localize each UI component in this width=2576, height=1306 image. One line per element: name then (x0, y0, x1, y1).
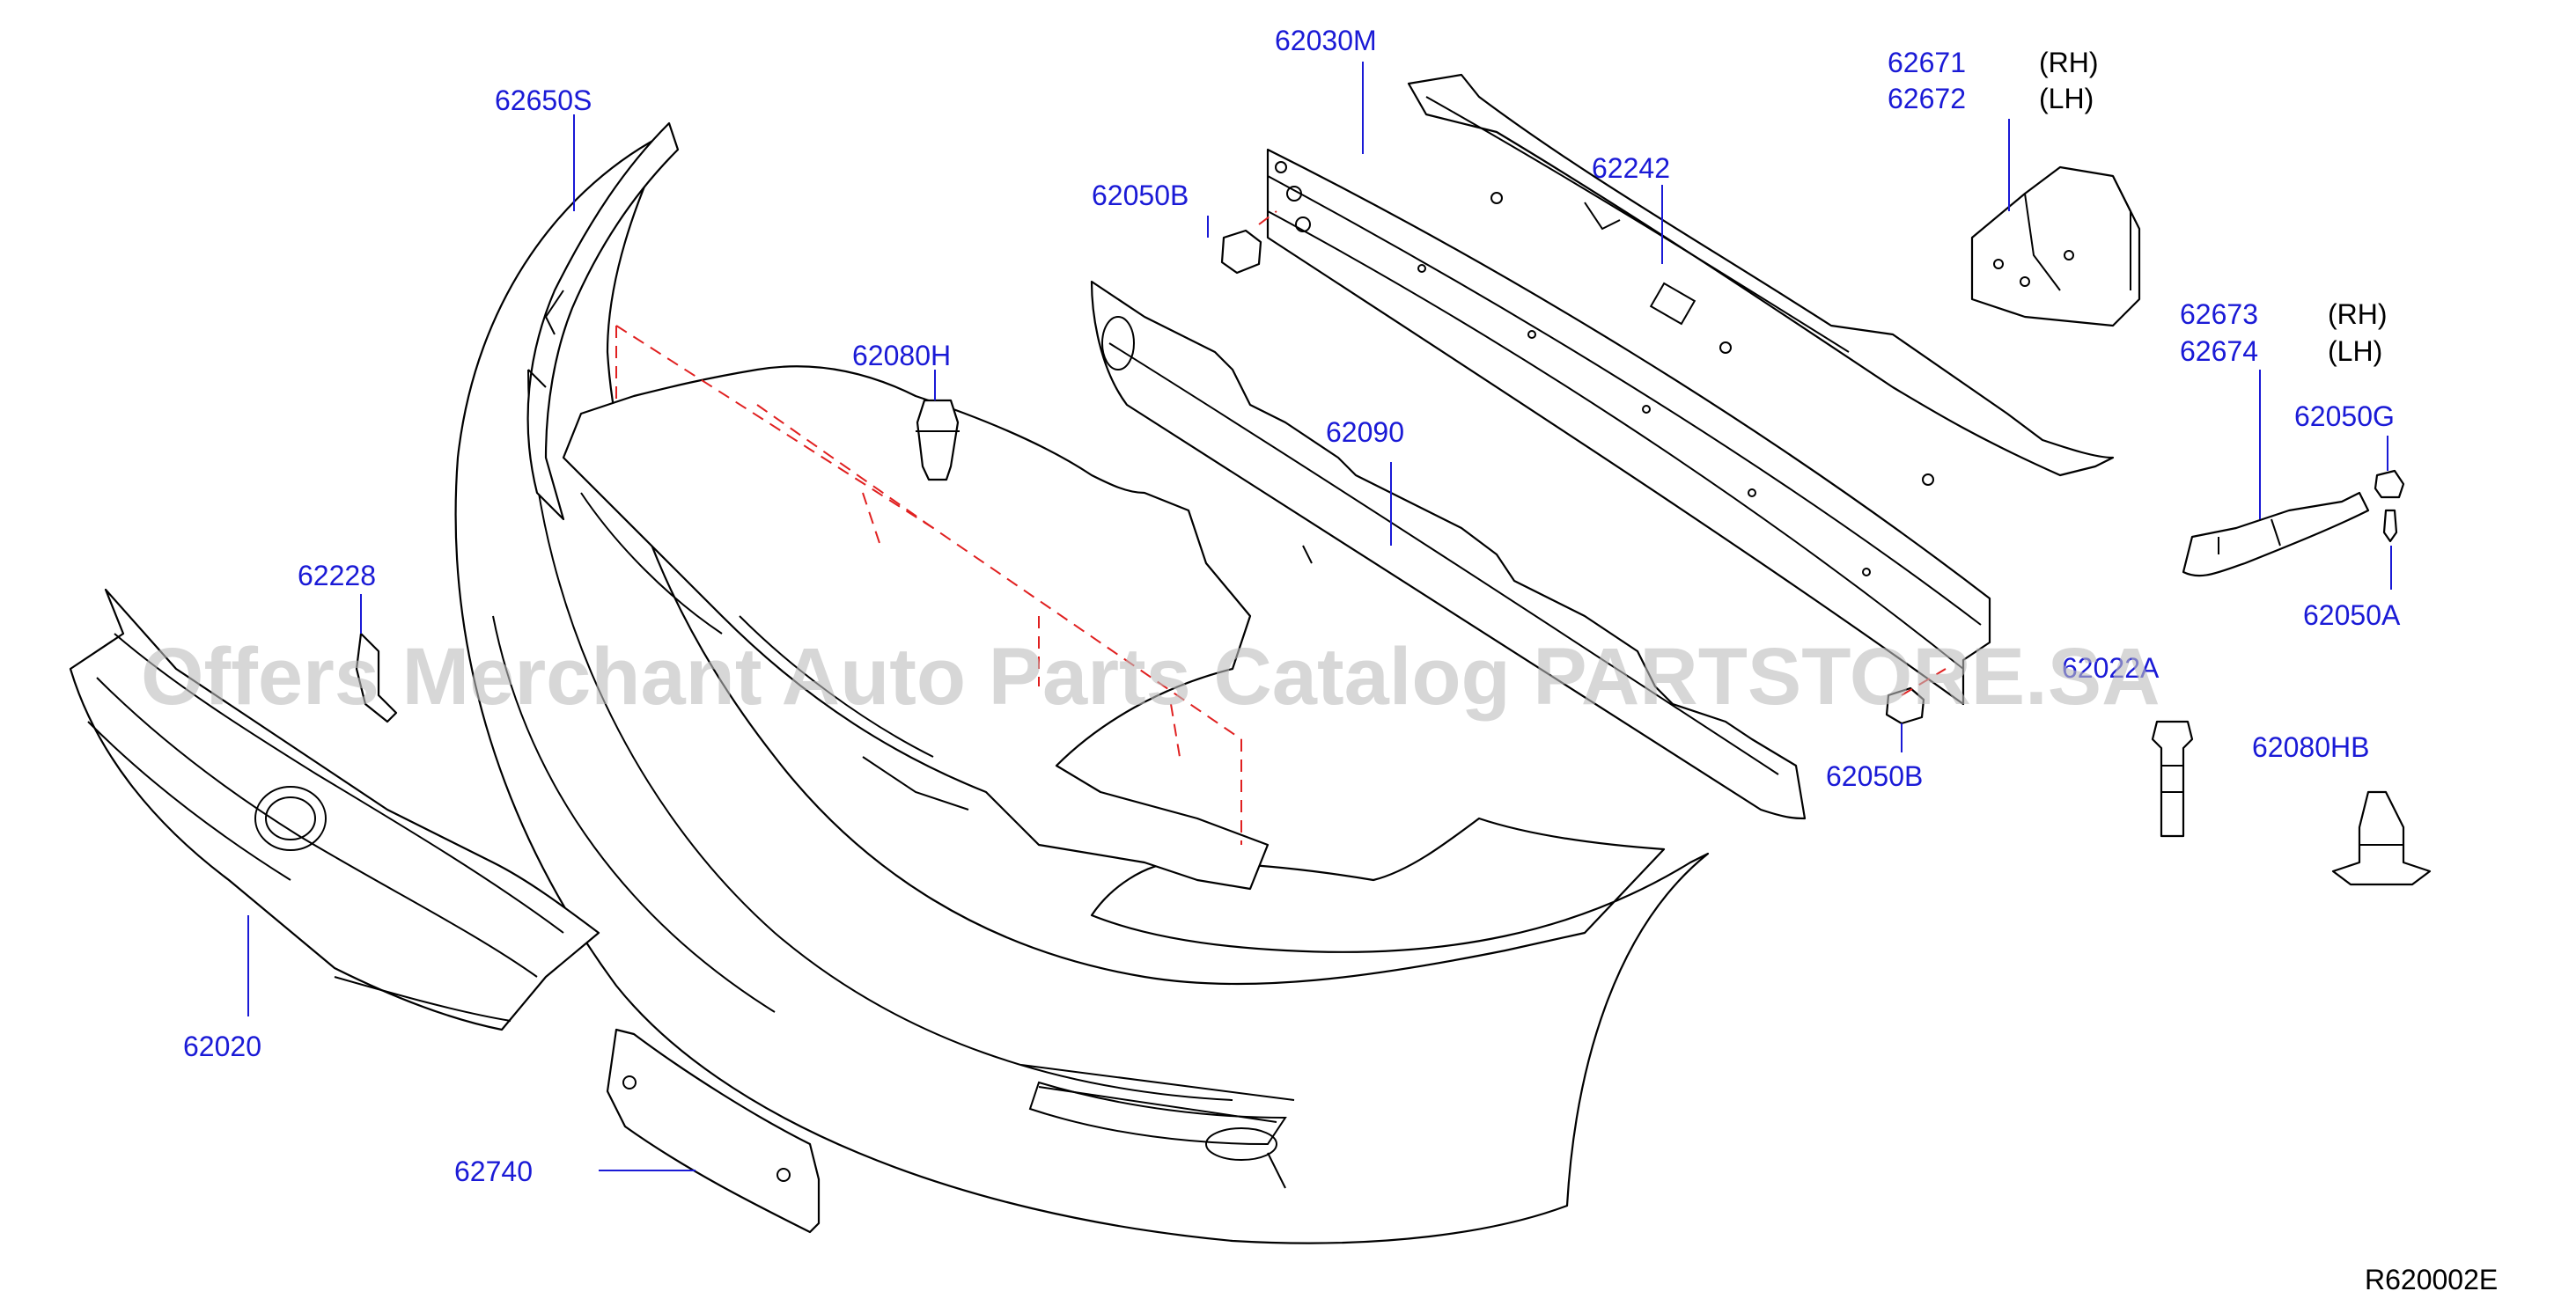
clip-62080HB[interactable] (2331, 790, 2432, 886)
label-62228[interactable]: 62228 (298, 560, 376, 591)
label-62740[interactable]: 62740 (454, 1156, 533, 1187)
label-62672-side: (LH) (2039, 83, 2094, 114)
label-62673[interactable]: 62673 (2180, 298, 2258, 330)
label-62674-side: (LH) (2328, 335, 2382, 367)
label-62674[interactable]: 62674 (2180, 335, 2258, 367)
label-62242[interactable]: 62242 (1592, 152, 1670, 184)
label-62050B-top[interactable]: 62050B (1092, 180, 1189, 211)
nut-62050G[interactable] (2374, 469, 2405, 499)
license-plate-bracket-62740[interactable] (606, 1028, 821, 1234)
leader-lines (247, 62, 2392, 1171)
label-62090[interactable]: 62090 (1326, 416, 1404, 448)
watermark-text: Offers Merchant Auto Parts Catalog PARTS… (141, 632, 2160, 722)
label-62671[interactable]: 62671 (1888, 47, 1966, 78)
label-62080HB[interactable]: 62080HB (2252, 731, 2369, 763)
part-labels: 62650S 62030M 62671 (RH) 62672 (LH) 6224… (183, 25, 2401, 1187)
upper-bracket-62242[interactable] (1407, 73, 2115, 486)
nut-62050B-top[interactable] (1220, 229, 1262, 275)
alignment-dashed-lines (615, 210, 1947, 845)
grille-62020[interactable] (69, 588, 600, 1031)
bumper-fascia[interactable] (454, 130, 1710, 1244)
label-62022A[interactable]: 62022A (2062, 652, 2160, 684)
label-62030M[interactable]: 62030M (1275, 25, 1377, 56)
bumper-upper-panel[interactable] (562, 365, 1270, 891)
clip-62228[interactable] (355, 632, 398, 723)
side-bracket-62673[interactable] (2182, 491, 2370, 577)
label-62020[interactable]: 62020 (183, 1031, 261, 1062)
label-62650S[interactable]: 62650S (495, 84, 592, 116)
label-62050A[interactable]: 62050A (2303, 599, 2401, 631)
label-62080H[interactable]: 62080H (852, 340, 951, 371)
label-62671-side: (RH) (2039, 47, 2099, 78)
nut-62050B-bottom[interactable] (1885, 686, 1925, 725)
bolt-62022A[interactable] (2151, 720, 2194, 838)
bracket-62671[interactable] (1970, 165, 2141, 327)
screw-62050A[interactable] (2382, 509, 2398, 543)
label-62673-side: (RH) (2328, 298, 2388, 330)
label-62050B-bottom[interactable]: 62050B (1826, 760, 1923, 792)
clip-62080H[interactable] (916, 399, 960, 481)
label-62050G[interactable]: 62050G (2294, 400, 2395, 432)
drawing-code: R620002E (2365, 1264, 2498, 1295)
bumper-reinforcement-62030M[interactable] (1266, 148, 1991, 706)
label-62672[interactable]: 62672 (1888, 83, 1966, 114)
side-bracket-62650S[interactable] (526, 121, 680, 521)
energy-absorber-62090[interactable] (1090, 280, 1807, 820)
